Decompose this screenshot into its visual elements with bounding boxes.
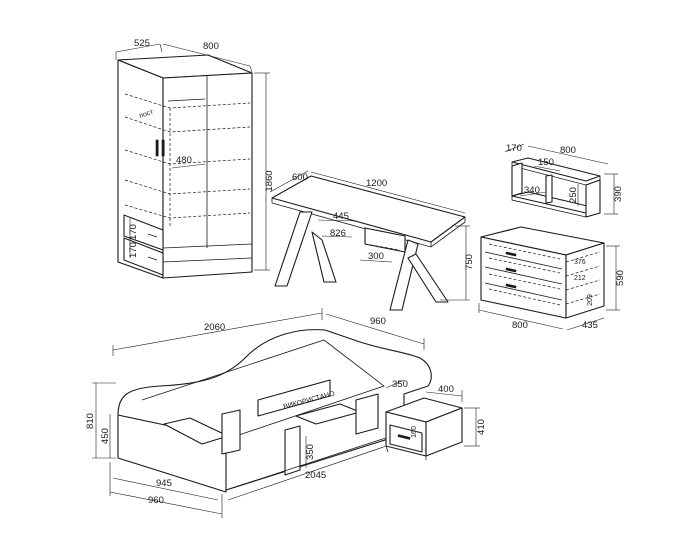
wardrobe-label: пост xyxy=(138,109,155,120)
shelf-width-dim: 800 xyxy=(560,145,576,156)
nightstand-width-dim: 400 xyxy=(438,384,454,395)
shelf-height-dim: 390 xyxy=(613,186,624,202)
desk-width-dim: 1200 xyxy=(366,178,387,189)
dresser-depth-dim: 435 xyxy=(582,320,598,331)
desk-leg-span-dim: 445 xyxy=(333,211,349,222)
bed-side-drawer-dim: 350 xyxy=(392,379,408,390)
bed-board-height-dim: 350 xyxy=(305,444,316,460)
dresser-drawer-side-dim: 209 xyxy=(587,294,594,306)
wardrobe-width-dim: 800 xyxy=(203,41,219,52)
dresser-width-dim: 800 xyxy=(512,320,528,331)
wall-shelf: 170 800 150 340 250 390 xyxy=(504,143,624,218)
dresser: 376 212 209 800 435 590 xyxy=(478,226,626,331)
nightstand-drawer-dim: 160 xyxy=(411,426,418,438)
wardrobe-inner-shelf-dim: 480 xyxy=(176,155,192,166)
dresser-drawer-top-dim: 376 xyxy=(574,259,586,266)
wardrobe-drawer-a-dim: 170 xyxy=(128,242,139,258)
bed-inner-length-dim: 2045 xyxy=(305,470,326,481)
desk-height-dim: 750 xyxy=(464,254,475,270)
bed: ВИКОРИСТАНО 2060 960 810 450 945 960 204… xyxy=(85,308,432,518)
nightstand: 160 400 410 xyxy=(385,384,487,460)
shelf-side-dim: 250 xyxy=(568,187,579,203)
wardrobe-drawer-b-dim: 170 xyxy=(128,224,139,240)
bed-height-dim: 810 xyxy=(85,413,96,429)
desk-drawer-dim: 300 xyxy=(368,251,384,262)
bed-inner-width-dim: 945 xyxy=(156,478,172,489)
dresser-height-dim: 590 xyxy=(615,270,626,286)
bed-base-width-dim: 960 xyxy=(148,495,164,506)
bed-length-dim: 2060 xyxy=(204,322,225,333)
wardrobe-depth-dim: 525 xyxy=(134,38,150,49)
wardrobe: пост 525 800 1860 480 170 170 xyxy=(115,38,275,279)
shelf-depth-dim: 170 xyxy=(506,143,522,154)
shelf-top-dim: 150 xyxy=(538,157,554,168)
wardrobe-height-dim: 1860 xyxy=(264,170,275,191)
desk-inner-dim: 826 xyxy=(330,228,346,239)
bed-width-dim: 960 xyxy=(370,316,386,327)
desk-depth-dim: 600 xyxy=(292,172,308,183)
bed-side-height-dim: 450 xyxy=(100,428,111,444)
shelf-inner-dim: 340 xyxy=(524,185,540,196)
nightstand-height-dim: 410 xyxy=(476,419,487,435)
dresser-drawer-front-dim: 212 xyxy=(574,275,586,282)
desk: 600 1200 445 826 300 750 xyxy=(269,170,475,311)
